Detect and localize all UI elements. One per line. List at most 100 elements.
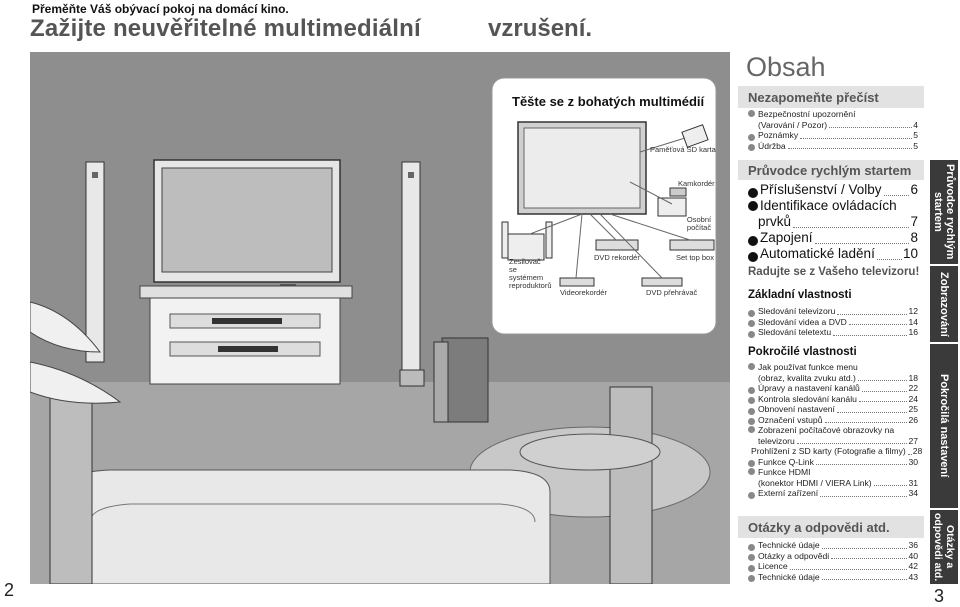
toc-item-page: 27 <box>908 435 918 446</box>
toc-item-title: Prohlížení z SD karty (Fotografie a film… <box>751 446 906 456</box>
toc-item-title: Licence <box>758 561 788 571</box>
toc-item-title: Sledování televizoru <box>758 306 836 316</box>
section-title-basic: Základní vlastnosti <box>748 289 852 301</box>
toc-item[interactable]: Funkce Q-Link 30 <box>748 456 918 467</box>
toc-item-subtitle: (konektor HDMI / VIERA Link) <box>758 477 872 488</box>
toc-item[interactable]: Technické údaje 43 <box>748 571 918 582</box>
bullet-icon <box>748 252 758 262</box>
bullet-icon <box>748 564 755 572</box>
label-sd-card: Paměťová SD karta <box>650 145 716 154</box>
toc-item-page: 34 <box>908 488 918 498</box>
toc-item-title: Automatické ladění <box>760 246 875 261</box>
toc-item-title: Kontrola sledování kanálu <box>758 393 857 404</box>
header-title-part2: vzrušení. <box>488 15 593 42</box>
tab-advanced-settings[interactable]: Pokročilá nastavení <box>930 344 958 508</box>
bullet-icon <box>748 397 755 404</box>
toc-item-title: Zapojení <box>760 230 813 245</box>
toc-item-page: 8 <box>910 230 918 245</box>
left-front-speaker <box>85 161 105 363</box>
living-room-illustration <box>30 52 730 584</box>
label-dvd-recorder: DVD rekordér <box>594 253 640 262</box>
toc-item-page: 4 <box>913 119 918 130</box>
toc-item[interactable]: Funkce HDMI(konektor HDMI / VIERA Link)3… <box>748 467 918 488</box>
bullet-icon <box>748 554 755 561</box>
toc-item-title: Otázky a odpovědi <box>758 550 830 561</box>
toc-item-title: Bezpečnostní upozornění <box>758 109 856 119</box>
toc-item[interactable]: Jak používat funkce menu(obraz, kvalita … <box>748 362 918 383</box>
toc-item-page: 12 <box>908 306 918 316</box>
bullet-icon <box>748 201 758 211</box>
label-settop-box: Set top box <box>676 253 714 262</box>
section-title-qa: Otázky a odpovědi atd. <box>748 520 890 535</box>
bullet-icon <box>748 236 758 246</box>
bullet-icon <box>748 468 755 475</box>
label-pc: Osobní počítač <box>686 215 712 232</box>
toc-item-page: 16 <box>908 327 918 337</box>
toc-item[interactable]: Otázky a odpovědi 40 <box>748 550 918 561</box>
toc-item-subtitle: televizoru <box>758 435 795 446</box>
toc-item-title: Obnovení nastavení <box>758 404 835 414</box>
toc-item-title: Identifikace ovládacích <box>760 198 897 213</box>
toc-item-page: 26 <box>908 414 918 425</box>
toc-item-page: 22 <box>908 383 918 393</box>
sofa <box>69 469 551 584</box>
toc-item-title: Poznámky <box>758 130 799 140</box>
toc-item-page: 18 <box>908 372 918 383</box>
bullet-icon <box>748 110 755 117</box>
toc-item-page: 42 <box>908 561 918 571</box>
toc-item[interactable]: Zapojení 8 <box>748 230 918 246</box>
right-front-speaker <box>399 161 425 387</box>
toc-item-subtitle: (Varování / Pozor) <box>758 119 828 130</box>
bullet-icon <box>748 460 755 467</box>
toc-item-subtitle: prvků <box>758 214 792 229</box>
toc-item-page: 6 <box>910 182 918 197</box>
toc-item[interactable]: Sledování teletextu 16 <box>748 327 918 338</box>
toc-item-title: Technické údaje <box>758 540 820 550</box>
bullet-icon <box>748 407 755 415</box>
toc-item[interactable]: Licence 42 <box>748 561 918 572</box>
toc-item-title: Funkce Q-Link <box>758 456 814 467</box>
multimedia-title: Těšte se z bohatých multimédií <box>512 94 705 109</box>
toc-item-title: Sledování teletextu <box>758 327 832 337</box>
tab-qa[interactable]: Otázky a odpovědi atd. <box>930 510 958 584</box>
bullet-icon <box>748 491 755 499</box>
tv-stand <box>139 285 353 385</box>
plasma-tv <box>153 159 341 294</box>
toc-item-title: Jak používat funkce menu <box>758 362 858 372</box>
section-title-advanced: Pokročilé vlastnosti <box>748 346 857 358</box>
bullet-icon <box>748 188 758 198</box>
label-vcr: Videorekordér <box>560 288 607 297</box>
toc-item-title: Údržba <box>758 140 786 151</box>
contents-title: Obsah <box>746 52 826 82</box>
bullet-icon <box>748 330 755 338</box>
header-title-part1: Zažijte neuvěřitelné multimediální <box>30 15 421 42</box>
tab-quick-start[interactable]: Průvodce rychlým startem <box>930 160 958 264</box>
toc-item-page: 40 <box>908 550 918 561</box>
toc-item[interactable]: Externí zařízení 34 <box>748 488 918 499</box>
toc-item-page: 43 <box>908 571 918 582</box>
bullet-icon <box>748 426 755 433</box>
toc-item[interactable]: Prohlížení z SD karty (Fotografie a film… <box>748 446 922 457</box>
toc-item[interactable]: Sledování televizoru 12 <box>748 306 918 317</box>
toc-item-title: Technické údaje <box>758 571 820 582</box>
toc-item-page: 30 <box>908 456 918 467</box>
page-number-right: 3 <box>934 586 945 606</box>
bullet-icon <box>748 363 755 370</box>
label-amplifier: Zesilovač se systémem reproduktorů <box>509 257 552 290</box>
toc-item[interactable]: Bezpečnostní upozornění(Varování / Pozor… <box>748 109 918 130</box>
bullet-icon <box>748 133 755 141</box>
tab-viewing[interactable]: Zobrazování <box>930 266 958 342</box>
toc-item-title: Externí zařízení <box>758 488 819 498</box>
